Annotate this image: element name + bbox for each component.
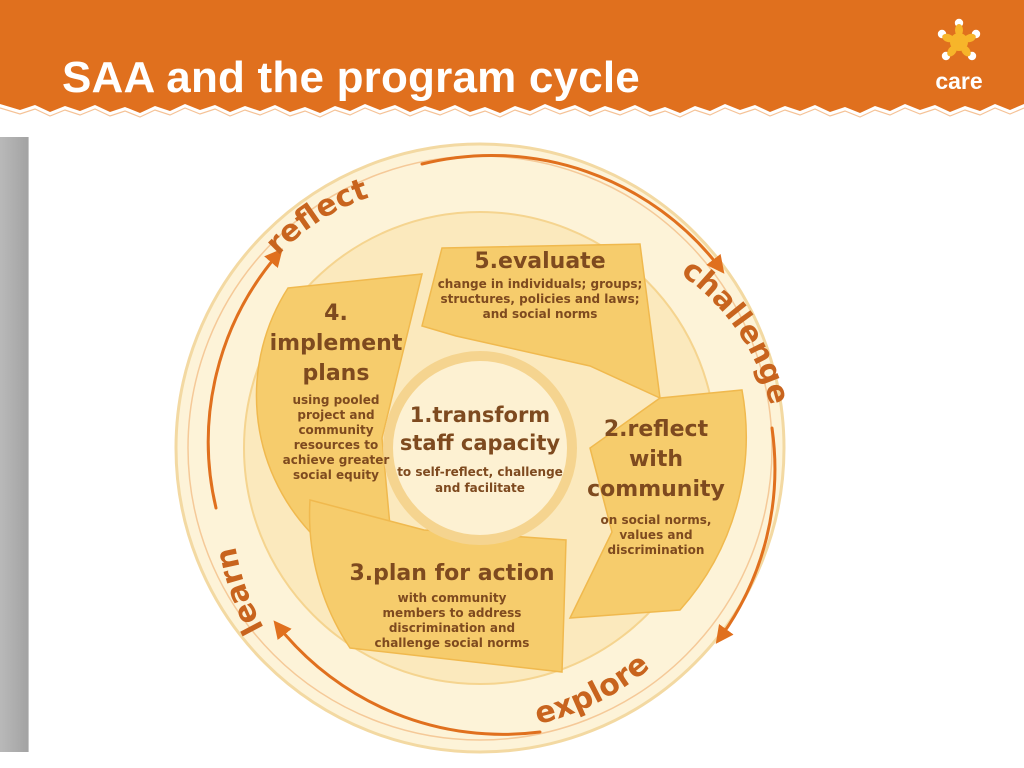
step4-body-line3: community bbox=[298, 423, 373, 437]
step4-title-line2: implement bbox=[270, 331, 403, 356]
step5-title: 5.evaluate bbox=[474, 249, 605, 274]
center-disk bbox=[383, 351, 577, 545]
step1-body-line2: and facilitate bbox=[435, 481, 525, 495]
header-band bbox=[0, 0, 1024, 118]
cycle-arrow-icon bbox=[715, 426, 777, 644]
step4-body-line4: resources to bbox=[294, 438, 378, 452]
step2-body-line1: on social norms, bbox=[601, 513, 712, 527]
step3-body-line2: members to address bbox=[383, 606, 522, 620]
step3-title: 3.plan for action bbox=[349, 561, 554, 586]
care-people-circle-icon bbox=[937, 18, 981, 61]
step2-body-line2: values and bbox=[619, 528, 692, 542]
step4-title-line3: plans bbox=[303, 361, 370, 386]
step4-body-line2: project and bbox=[297, 408, 374, 422]
step4-title-line1: 4. bbox=[324, 301, 348, 326]
step2-title-line1: 2.reflect bbox=[604, 417, 709, 442]
step2-title-line2: with bbox=[629, 447, 683, 472]
step3-body-line1: with community bbox=[398, 591, 507, 605]
step3-body-line4: challenge social norms bbox=[375, 636, 530, 650]
cycle-arrow-icon bbox=[206, 248, 283, 510]
program-cycle-diagram: reflect challenge explore learn 1.transf… bbox=[160, 128, 800, 768]
cycle-arrow-icon bbox=[420, 153, 725, 274]
panel-evaluate bbox=[421, 243, 661, 400]
step5-body-line3: and social norms bbox=[483, 307, 598, 321]
logo-wordmark: care bbox=[935, 68, 983, 94]
step4-body-line5: achieve greater bbox=[283, 453, 390, 467]
step2-title-line3: community bbox=[587, 477, 725, 502]
panel-reflect-community bbox=[568, 389, 747, 619]
slide-header bbox=[0, 0, 1024, 128]
panel-plan bbox=[308, 499, 567, 673]
step1-title-line2: staff capacity bbox=[400, 431, 561, 455]
step4-body-line1: using pooled bbox=[292, 393, 379, 407]
step2-body-line3: discrimination bbox=[608, 543, 705, 557]
care-logo: care bbox=[924, 14, 994, 98]
step5-body-line1: change in individuals; groups; bbox=[438, 277, 643, 291]
slide-title: SAA and the program cycle bbox=[62, 53, 640, 102]
step4-body-line6: social equity bbox=[293, 468, 379, 482]
side-bar bbox=[0, 137, 29, 752]
step3-body-line3: discrimination and bbox=[389, 621, 515, 635]
step1-body-line1: to self-reflect, challenge bbox=[397, 465, 563, 479]
step1-title-line1: 1.transform bbox=[410, 403, 550, 427]
step5-body-line2: structures, policies and laws; bbox=[440, 292, 639, 306]
cycle-arrow-icon bbox=[273, 620, 542, 736]
cycle-svg: reflect challenge explore learn 1.transf… bbox=[174, 142, 797, 754]
